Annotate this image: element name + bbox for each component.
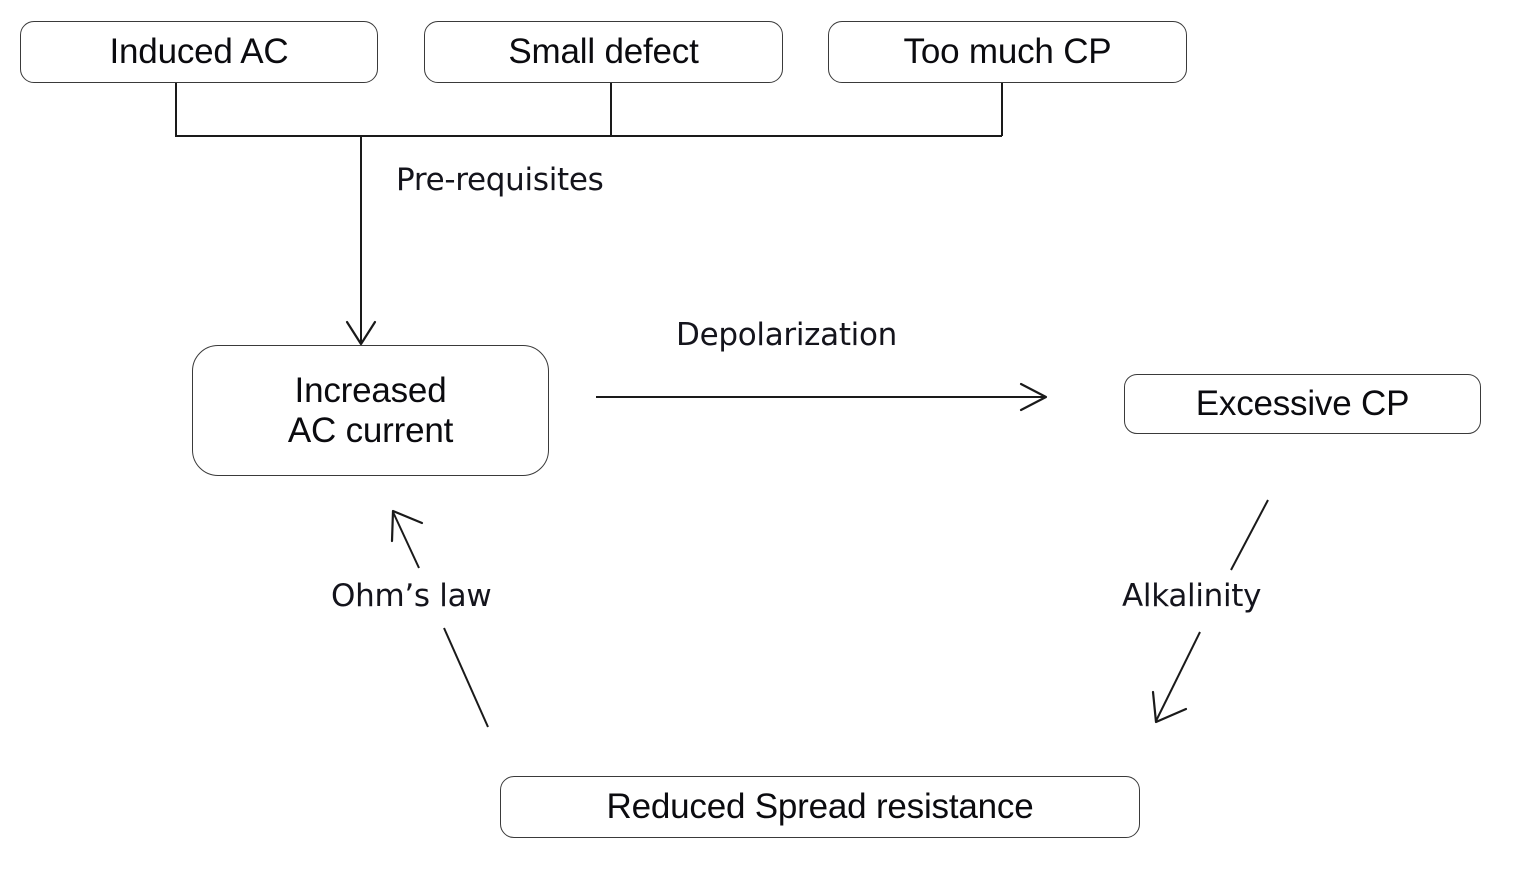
node-small-defect[interactable]: Small defect bbox=[424, 21, 783, 83]
node-excessive-cp[interactable]: Excessive CP bbox=[1124, 374, 1481, 434]
depolarization-connector bbox=[596, 382, 1048, 412]
alkalinity-line-lower bbox=[1155, 631, 1201, 722]
node-increased-ac-current[interactable]: Increased AC current bbox=[192, 345, 549, 476]
depolarization-arrowhead bbox=[1019, 382, 1048, 412]
alkalinity-arrowhead bbox=[1151, 690, 1188, 724]
ohms-law-arrowhead bbox=[390, 509, 424, 543]
node-reduced-spread-resistance[interactable]: Reduced Spread resistance bbox=[500, 776, 1140, 838]
alkalinity-line-upper bbox=[1230, 499, 1269, 571]
edge-label-ohms-law: Ohm’s law bbox=[331, 578, 492, 614]
ohms-law-connector bbox=[390, 509, 489, 728]
ohms-law-line-upper bbox=[392, 511, 420, 569]
prerequisites-arrowhead bbox=[345, 320, 377, 346]
prerequisites-connector bbox=[175, 82, 1003, 346]
node-too-much-cp[interactable]: Too much CP bbox=[828, 21, 1187, 83]
node-induced-ac[interactable]: Induced AC bbox=[20, 21, 378, 83]
edge-label-depolarization: Depolarization bbox=[676, 317, 898, 353]
edge-label-alkalinity: Alkalinity bbox=[1122, 578, 1262, 614]
edge-label-prerequisites: Pre-requisites bbox=[396, 162, 604, 198]
ohms-law-line-lower bbox=[443, 627, 489, 728]
